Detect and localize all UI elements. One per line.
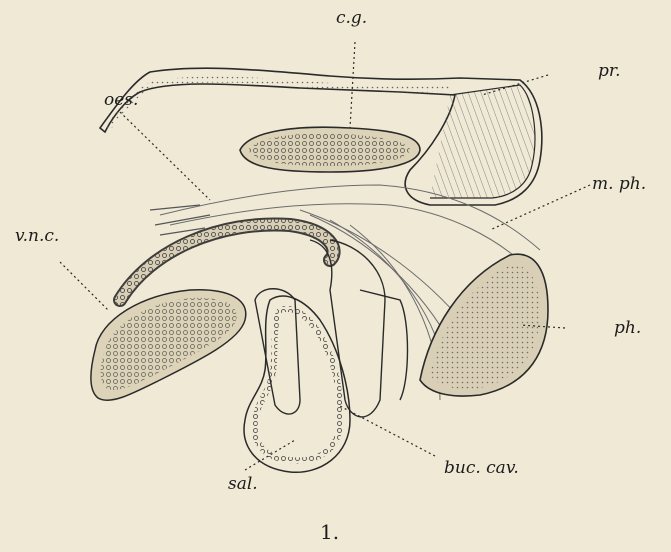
label-buccal-cavity: buc. cav. [444, 460, 519, 477]
label-salivary-gland: sal. [228, 476, 258, 493]
label-cerebral-ganglion: c.g. [336, 10, 367, 27]
cerebral-ganglion [240, 127, 420, 172]
label-pharynx: ph. [614, 320, 641, 337]
figure-number: 1. [320, 522, 339, 542]
oesophagus [120, 224, 334, 300]
label-muscle-of-pharynx: m. ph. [592, 176, 646, 193]
label-oesophagus: oes. [104, 92, 138, 109]
label-proboscis: pr. [598, 63, 621, 80]
label-ventral-nerve-cord: v.n.c. [15, 228, 59, 245]
ventral-nerve-cord [91, 290, 246, 400]
